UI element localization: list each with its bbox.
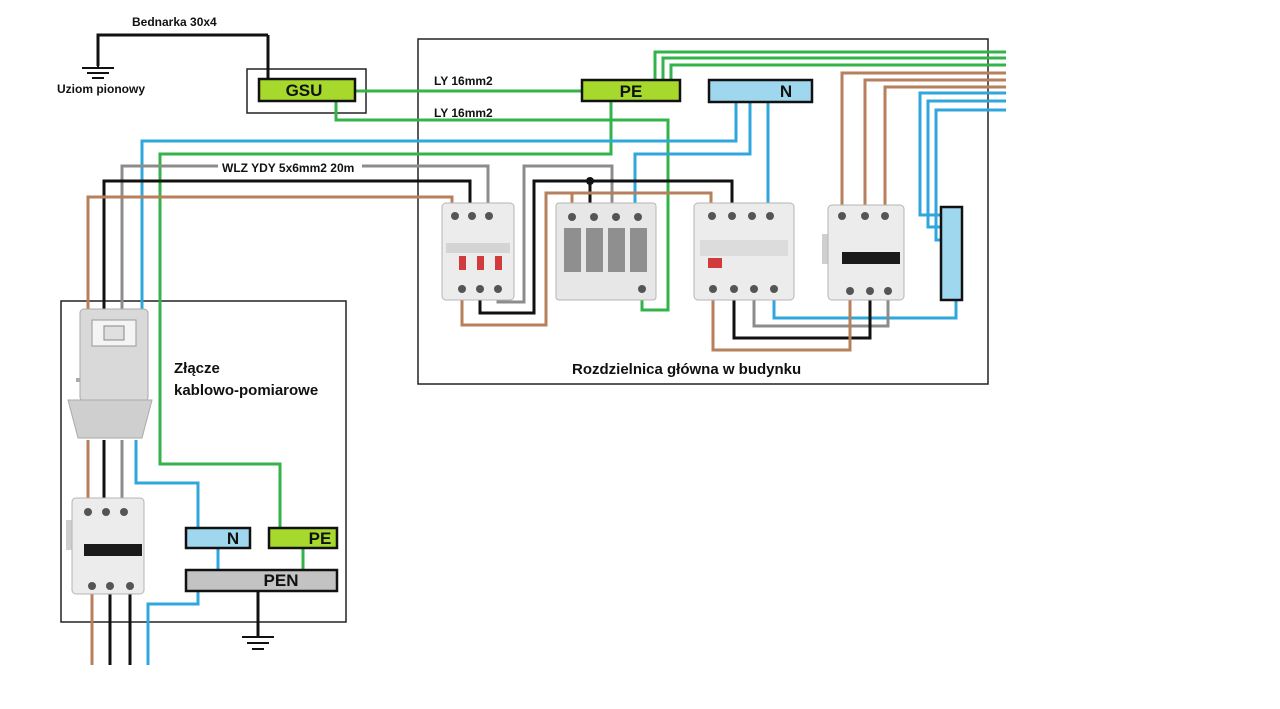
main-switchboard-frame — [417, 38, 989, 385]
svg-text:GSU: GSU — [286, 81, 323, 100]
meter-cabinet-frame — [60, 300, 347, 623]
main-switch-icon — [441, 202, 515, 301]
pe-bar-cabinet: PE — [267, 526, 339, 550]
wlz-label: WLZ YDY 5x6mm2 20m — [222, 161, 354, 175]
n-wires — [134, 91, 1006, 665]
switchboard-title: Rozdzielnica główna w budynku — [572, 361, 801, 378]
cabinet-title-line2: kablowo-pomiarowe — [174, 382, 318, 399]
ground-icon — [242, 636, 274, 650]
electricity-meter-icon — [67, 308, 153, 439]
gsu-bar: GSU — [257, 77, 357, 103]
bednarka-label: Bednarka 30x4 — [132, 15, 217, 29]
svg-text:N: N — [780, 82, 792, 101]
ly-label-top: LY 16mm2 — [434, 74, 493, 88]
svg-text:PE: PE — [620, 82, 643, 101]
pe-wires — [158, 50, 1006, 575]
ly-label-bottom: LY 16mm2 — [434, 106, 493, 120]
svg-text:PE: PE — [309, 529, 332, 548]
n-bar-main: N — [707, 78, 814, 104]
pe-bar-main: PE — [580, 78, 682, 103]
n-bar-cabinet: N — [184, 526, 252, 550]
pen-bar-cabinet: PEN — [184, 568, 339, 593]
circuit-breaker-icon — [66, 497, 145, 595]
ground-icon — [82, 66, 114, 79]
svg-text:PEN: PEN — [264, 571, 299, 590]
uziom-label: Uziom pionowy — [57, 82, 145, 96]
cabinet-title-line1: Złącze — [174, 360, 220, 377]
rcd-icon — [693, 202, 795, 301]
surge-protector-icon — [555, 202, 657, 301]
circuit-breaker-icon — [822, 204, 905, 301]
n-bar-distribution — [939, 205, 964, 302]
junction-dot — [586, 177, 594, 185]
svg-text:N: N — [227, 529, 239, 548]
